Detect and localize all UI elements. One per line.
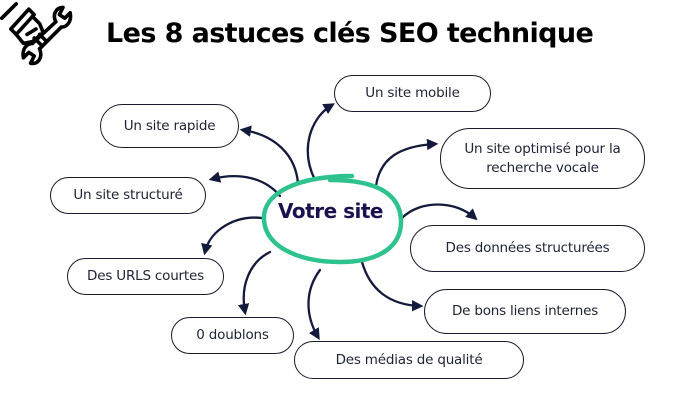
node-mobile: Un site mobile <box>334 75 491 112</box>
arrow-fast <box>239 125 300 186</box>
node-label-line2: recherche vocale <box>486 159 599 176</box>
arrow-mobile <box>306 103 335 182</box>
node-fast: Un site rapide <box>100 104 239 148</box>
node-label: Un site mobile <box>365 85 460 102</box>
node-label: Un site rapide <box>123 117 216 134</box>
arrow-structured-data <box>400 203 478 221</box>
node-label: Des données structurées <box>445 240 610 257</box>
node-label: 0 doublons <box>196 327 269 344</box>
center-node-label: Votre site <box>278 199 383 223</box>
node-media: Des médias de qualité <box>294 341 524 379</box>
arrow-duplicates <box>237 250 272 316</box>
arrow-media <box>307 268 322 340</box>
center-ring <box>261 173 404 265</box>
hand-wrench-icon <box>0 1 73 66</box>
arrow-short-urls <box>201 216 264 256</box>
node-duplicates: 0 doublons <box>171 317 294 354</box>
arrow-structured-site <box>208 171 282 198</box>
node-vocal-search: Un site optimisé pour la recherche vocal… <box>440 128 645 189</box>
node-label: De bons liens internes <box>451 303 599 320</box>
page-title: Les 8 astuces clés SEO technique <box>106 18 594 49</box>
node-label: Des médias de qualité <box>335 351 483 368</box>
node-internal-links: De bons liens internes <box>424 289 626 334</box>
arrow-vocal <box>374 138 439 188</box>
node-structured-data: Des données structurées <box>410 225 645 272</box>
node-short-urls: Des URLS courtes <box>67 258 224 295</box>
node-label-line1: Un site optimisé pour la <box>464 141 621 158</box>
node-structured-site: Un site structuré <box>50 177 206 214</box>
node-label: Un site structuré <box>73 187 183 204</box>
node-label: Des URLS courtes <box>87 268 204 285</box>
arrow-internal-links <box>360 260 424 312</box>
